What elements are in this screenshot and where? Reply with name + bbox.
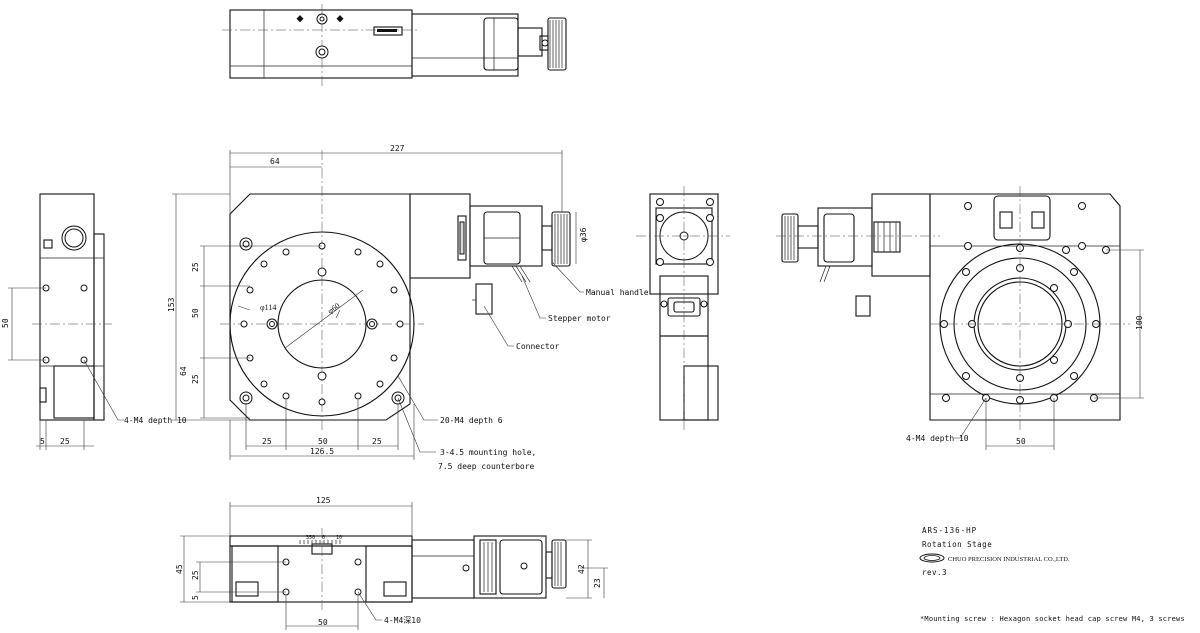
dim-bottom-25a: 25 xyxy=(262,437,272,446)
dim-phi36: φ36 xyxy=(579,227,588,242)
dim-left-50: 50 xyxy=(1,318,10,328)
dim-front-5: 5 xyxy=(191,595,200,600)
top-view xyxy=(222,4,567,86)
chuo-logo-icon xyxy=(919,553,945,563)
dim-50-mid: 50 xyxy=(191,308,200,318)
callout-top-tap: 20-M4 depth 6 xyxy=(440,416,503,425)
dim-64-side: 64 xyxy=(179,366,188,376)
dim-right-100: 100 xyxy=(1135,315,1144,330)
dim-64-top: 64 xyxy=(270,157,280,166)
callout-mount-hole-1: 3-4.5 mounting hole, xyxy=(440,448,536,457)
dim-front-25: 25 xyxy=(191,570,200,580)
revision: rev.3 xyxy=(922,568,947,577)
dim-front-42: 42 xyxy=(577,564,586,574)
dim-126-5: 126.5 xyxy=(310,447,334,456)
dim-25-lower: 25 xyxy=(191,374,200,384)
title-block: ARS-136-HP Rotation Stage CHUO PRECISION… xyxy=(919,526,1185,623)
dim-bottom-50: 50 xyxy=(318,437,328,446)
dim-front-50: 50 xyxy=(318,618,328,627)
callout-front-tap: 4-M4深10 xyxy=(384,616,421,625)
dim-phi60: φ60 xyxy=(326,301,342,316)
callout-left-tap: 4-M4 depth 10 xyxy=(124,416,187,425)
company-name: CHUO PRECISION INDUSTRIAL CO.,LTD. xyxy=(948,556,1070,563)
dimension-labels: 227 64 φ36 153 25 50 64 25 φ114 φ60 25 5… xyxy=(1,144,1144,627)
scale-0: 0 xyxy=(322,535,325,541)
model-number: ARS-136-HP xyxy=(922,526,977,535)
dim-bottom-25b: 25 xyxy=(372,437,382,446)
dim-25-upper: 25 xyxy=(191,262,200,272)
dim-left-5: 5 xyxy=(40,437,45,446)
end-view xyxy=(636,186,730,430)
dim-phi114: φ114 xyxy=(260,303,276,312)
mounting-screw-note: *Mounting screw : Hexagon socket head ca… xyxy=(920,615,1185,623)
dim-left-25: 25 xyxy=(60,437,70,446)
callout-mount-hole-2: 7.5 deep counterbore xyxy=(438,462,535,471)
scale-350: 350 xyxy=(306,535,315,541)
callout-right-tap: 4-M4 depth 10 xyxy=(906,434,969,443)
table-holes xyxy=(239,237,405,406)
product-name: Rotation Stage xyxy=(922,540,992,549)
dim-153: 153 xyxy=(167,297,176,312)
main-plan-view xyxy=(172,150,584,460)
callout-labels: Manual handle Stepper motor Connector 4-… xyxy=(124,288,969,625)
dim-front-23: 23 xyxy=(593,578,602,588)
scale-10: 10 xyxy=(336,535,342,541)
callout-connector: Connector xyxy=(516,342,560,351)
dim-right-50: 50 xyxy=(1016,437,1026,446)
back-view xyxy=(776,186,1144,450)
callout-stepper-motor: Stepper motor xyxy=(548,314,611,323)
callout-manual-handle: Manual handle xyxy=(586,288,649,297)
front-view xyxy=(180,502,608,630)
dim-front-125: 125 xyxy=(316,496,331,505)
left-side-view xyxy=(8,193,124,450)
dim-front-45: 45 xyxy=(175,564,184,574)
dim-227: 227 xyxy=(390,144,405,153)
